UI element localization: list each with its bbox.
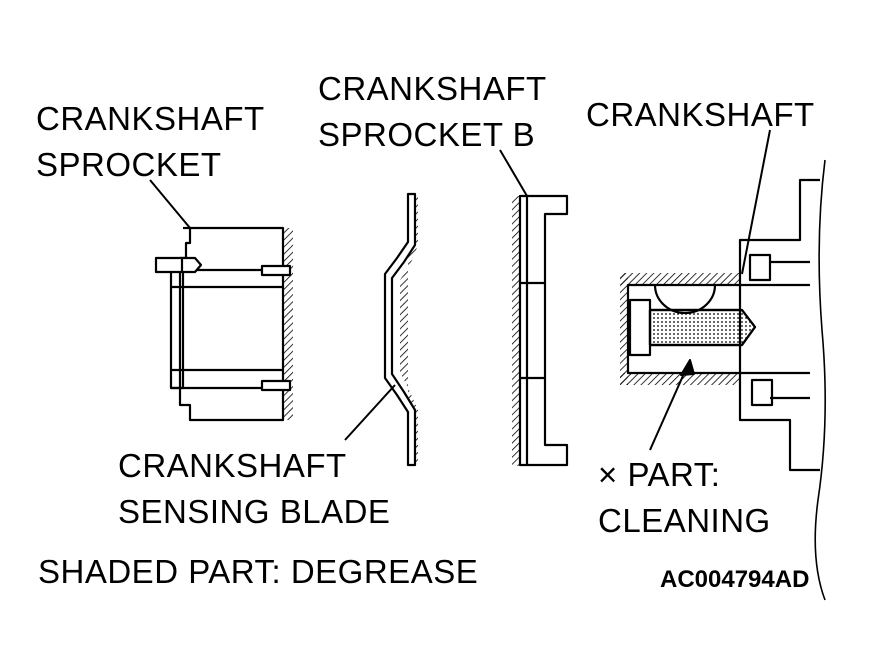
label-crankshaft-sprocket: CRANKSHAFT SPROCKET — [36, 100, 265, 183]
label-sensing-blade: CRANKSHAFT SENSING BLADE — [118, 447, 391, 530]
figure-code: AC004794AD — [660, 566, 810, 593]
label-crankshaft: CRANKSHAFT — [586, 96, 815, 133]
crankshaft-part — [620, 159, 826, 601]
shaded-part-note: SHADED PART: DEGREASE — [38, 553, 479, 590]
crankshaft-sprocket-part — [154, 226, 293, 422]
sensing-blade-part — [383, 192, 418, 467]
crankshaft-sprocket-b-part — [512, 194, 569, 467]
label-crankshaft-sprocket-b: CRANKSHAFT SPROCKET B — [318, 70, 547, 153]
leader-lines — [149, 129, 771, 451]
label-cleaning: × PART: CLEANING — [598, 456, 771, 539]
